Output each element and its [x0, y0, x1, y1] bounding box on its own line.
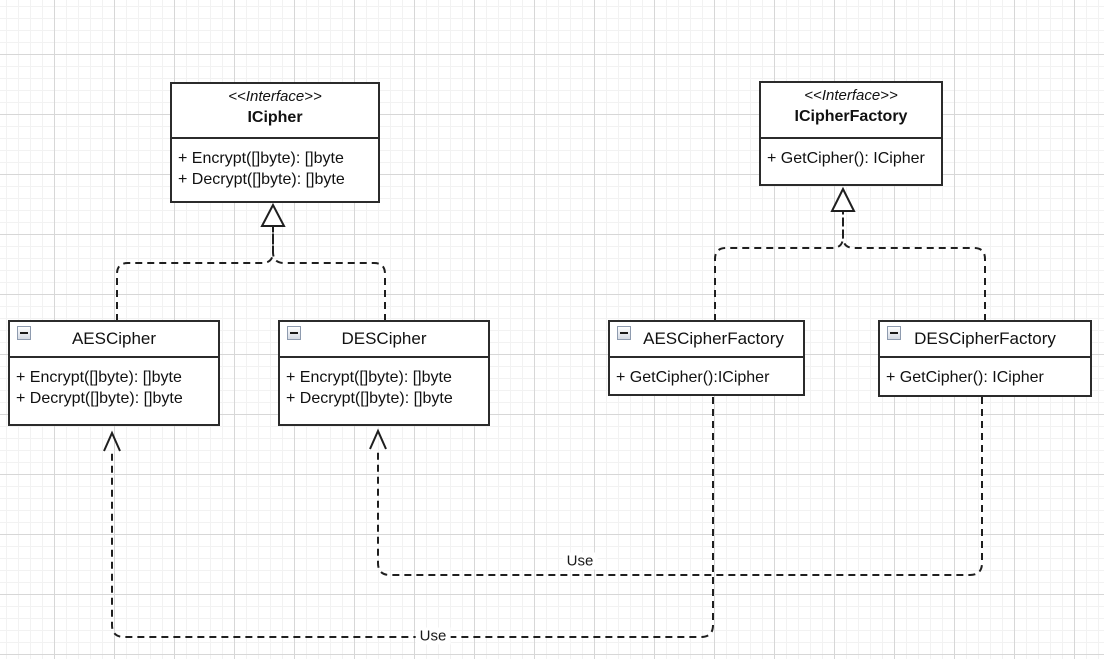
member-line: + Encrypt([]byte): []byte [286, 369, 452, 386]
member-line: + Decrypt([]byte): []byte [16, 390, 183, 407]
class-box-descipherfactory[interactable]: DESCipherFactory + GetCipher(): ICipher [878, 320, 1092, 397]
edge-aescipherfactory-implements-icipherfactory[interactable] [714, 211, 844, 321]
members-section: + GetCipher():ICipher [610, 358, 803, 388]
class-header: AESCipher [10, 322, 218, 358]
class-name: DESCipherFactory [914, 329, 1056, 348]
member-line: + Encrypt([]byte): []byte [16, 369, 182, 386]
member-line: + GetCipher(): ICipher [886, 369, 1044, 386]
class-header: <<Interface>> ICipherFactory [761, 83, 941, 139]
member-line: + Encrypt([]byte): []byte [178, 150, 344, 167]
members-section: + Encrypt([]byte): []byte + Decrypt([]by… [10, 358, 218, 409]
edge-label-use-aes[interactable]: Use [415, 627, 451, 645]
dependency-edge-descipherfactory-uses-descipher[interactable] [369, 397, 983, 576]
collapse-icon[interactable] [287, 326, 301, 340]
realization-edges-icipherfactory[interactable] [714, 186, 986, 321]
class-box-aescipher[interactable]: AESCipher + Encrypt([]byte): []byte + De… [8, 320, 220, 426]
open-arrowhead [369, 428, 387, 450]
members-section: + Encrypt([]byte): []byte + Decrypt([]by… [172, 139, 378, 190]
class-name: DESCipher [341, 329, 427, 348]
members-section: + GetCipher(): ICipher [880, 358, 1090, 388]
class-box-icipherfactory[interactable]: <<Interface>> ICipherFactory + GetCipher… [759, 81, 943, 186]
class-name: AESCipherFactory [643, 329, 784, 348]
minus-glyph [890, 332, 898, 334]
minus-glyph [620, 332, 628, 334]
class-name: ICipherFactory [794, 108, 908, 125]
class-header: AESCipherFactory [610, 322, 803, 358]
class-header: <<Interface>> ICipher [172, 84, 378, 139]
class-header: DESCipherFactory [880, 322, 1090, 358]
member-line: + Decrypt([]byte): []byte [178, 171, 345, 188]
class-box-descipher[interactable]: DESCipher + Encrypt([]byte): []byte + De… [278, 320, 490, 426]
collapse-icon[interactable] [887, 326, 901, 340]
minus-glyph [290, 332, 298, 334]
members-section: + GetCipher(): ICipher [761, 139, 941, 169]
hollow-triangle-arrowhead [260, 202, 286, 227]
class-box-aescipherfactory[interactable]: AESCipherFactory + GetCipher():ICipher [608, 320, 805, 396]
collapse-icon[interactable] [617, 326, 631, 340]
class-name: AESCipher [71, 329, 157, 348]
hollow-triangle-arrowhead [830, 186, 856, 212]
member-line: + Decrypt([]byte): []byte [286, 390, 453, 407]
edge-use-aes-path[interactable] [111, 397, 714, 638]
collapse-icon[interactable] [17, 326, 31, 340]
class-name: ICipher [247, 109, 303, 126]
open-arrowhead [103, 430, 121, 452]
dependency-edge-aescipherfactory-uses-aescipher[interactable] [103, 397, 714, 638]
class-box-icipher[interactable]: <<Interface>> ICipher + Encrypt([]byte):… [170, 82, 380, 203]
member-line: + GetCipher():ICipher [616, 369, 770, 386]
stereotype-label: <<Interface>> [804, 87, 898, 104]
minus-glyph [20, 332, 28, 334]
stereotype-label: <<Interface>> [228, 88, 322, 105]
class-header: DESCipher [280, 322, 488, 358]
edge-use-des-path[interactable] [377, 397, 983, 576]
edge-descipher-implements-icipher[interactable] [272, 226, 386, 321]
edge-label-use-des[interactable]: Use [562, 552, 598, 570]
edge-descipherfactory-implements-icipherfactory[interactable] [842, 211, 986, 321]
members-section: + Encrypt([]byte): []byte + Decrypt([]by… [280, 358, 488, 409]
realization-edges-icipher[interactable] [116, 202, 386, 321]
edge-aescipher-implements-icipher[interactable] [116, 226, 274, 321]
member-line: + GetCipher(): ICipher [767, 150, 925, 167]
